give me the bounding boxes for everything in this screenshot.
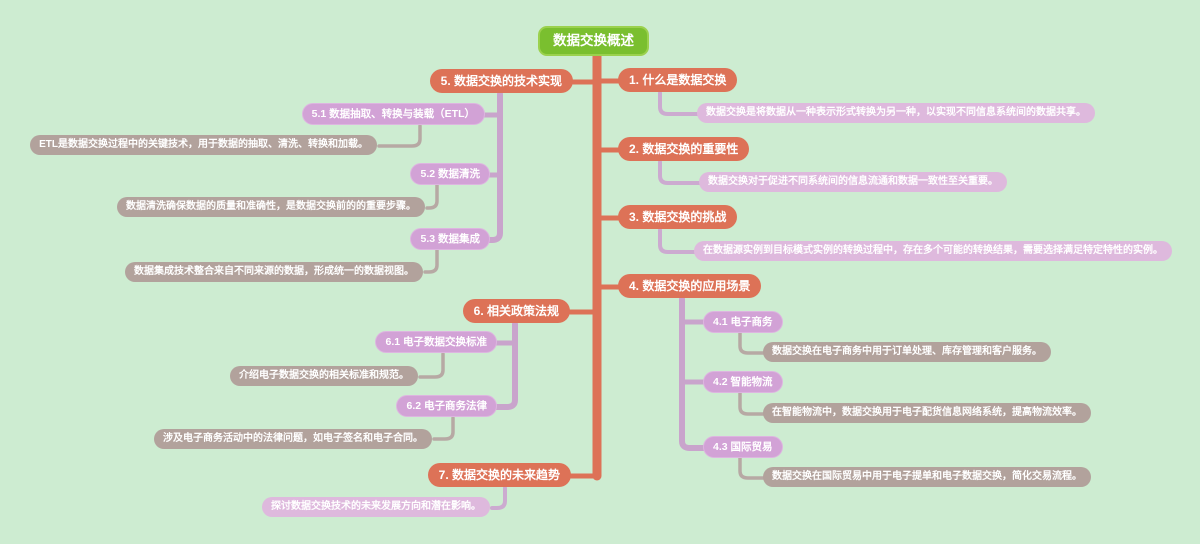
note-2-connector: [658, 160, 703, 185]
subtopic-data-cleaning[interactable]: 5.2 数据清洗: [410, 163, 490, 186]
note-etl[interactable]: ETL是数据交换过程中的关键技术，用于数据的抽取、清洗、转换和加载。: [30, 135, 377, 155]
note-data-cleaning[interactable]: 数据清洗确保数据的质量和准确性，是数据交换前的的重要步骤。: [117, 197, 425, 217]
note-5-1-connector: [377, 124, 422, 148]
branch-future-trends[interactable]: 7. 数据交换的未来趋势: [427, 463, 571, 488]
subtopic-smart-logistics[interactable]: 4.2 智能物流: [703, 371, 783, 394]
note-3-connector: [658, 228, 698, 254]
note-6-2-connector: [432, 416, 455, 441]
note-international-trade[interactable]: 数据交换在国际贸易中用于电子提单和电子数据交换，简化交易流程。: [763, 467, 1091, 487]
subtopic-ecommerce[interactable]: 4.1 电子商务: [703, 311, 783, 334]
branch-policies-regulations[interactable]: 6. 相关政策法规: [462, 299, 570, 324]
branch-what-is-data-exchange[interactable]: 1. 什么是数据交换: [618, 68, 738, 93]
branch-6-subtrunk-connector: [492, 321, 518, 410]
note-5-3-connector: [423, 248, 439, 274]
branch-5-subtrunk-connector: [485, 91, 503, 243]
note-ecommerce[interactable]: 数据交换在电子商务中用于订单处理、库存管理和客户服务。: [763, 342, 1051, 362]
note-data-integration[interactable]: 数据集成技术整合来自不同来源的数据，形成统一的数据视图。: [125, 262, 423, 282]
subtopic-etl[interactable]: 5.1 数据抽取、转换与装载（ETL）: [301, 103, 485, 126]
note-4-3-connector: [738, 456, 767, 480]
note-future-trends[interactable]: 探讨数据交换技术的未来发展方向和潜在影响。: [262, 497, 490, 517]
subtopic-international-trade[interactable]: 4.3 国际贸易: [703, 436, 783, 459]
branch-4-subtrunk-connector: [679, 296, 708, 451]
note-challenges[interactable]: 在数据源实例到目标模式实例的转换过程中，存在多个可能的转换结果，需要选择满足特定…: [694, 241, 1172, 261]
note-importance[interactable]: 数据交换对于促进不同系统间的信息流通和数据一致性至关重要。: [699, 172, 1007, 192]
note-what-is-data-exchange[interactable]: 数据交换是将数据从一种表示形式转换为另一种，以实现不同信息系统间的数据共享。: [697, 103, 1095, 123]
note-5-2-connector: [425, 183, 439, 210]
note-6-1-connector: [418, 352, 445, 379]
branch-application-scenarios[interactable]: 4. 数据交换的应用场景: [618, 274, 762, 299]
note-smart-logistics[interactable]: 在智能物流中，数据交换用于电子配货信息网络系统，提高物流效率。: [763, 403, 1091, 423]
note-4-2-connector: [738, 391, 767, 416]
note-edi-standards[interactable]: 介绍电子数据交换的相关标准和规范。: [230, 366, 418, 386]
branch-importance[interactable]: 2. 数据交换的重要性: [618, 137, 750, 162]
subtopic-data-integration[interactable]: 5.3 数据集成: [410, 228, 490, 251]
note-ecommerce-law[interactable]: 涉及电子商务活动中的法律问题，如电子签名和电子合同。: [154, 429, 432, 449]
branch-technical-implementation[interactable]: 5. 数据交换的技术实现: [429, 69, 573, 94]
note-4-1-connector: [738, 331, 767, 355]
branch-challenges[interactable]: 3. 数据交换的挑战: [618, 205, 738, 230]
subtopic-edi-standards[interactable]: 6.1 电子数据交换标准: [375, 331, 497, 354]
note-1-connector: [658, 91, 701, 116]
root-node[interactable]: 数据交换概述: [538, 26, 649, 57]
subtopic-ecommerce-law[interactable]: 6.2 电子商务法律: [396, 395, 497, 418]
note-7-connector: [490, 486, 507, 510]
